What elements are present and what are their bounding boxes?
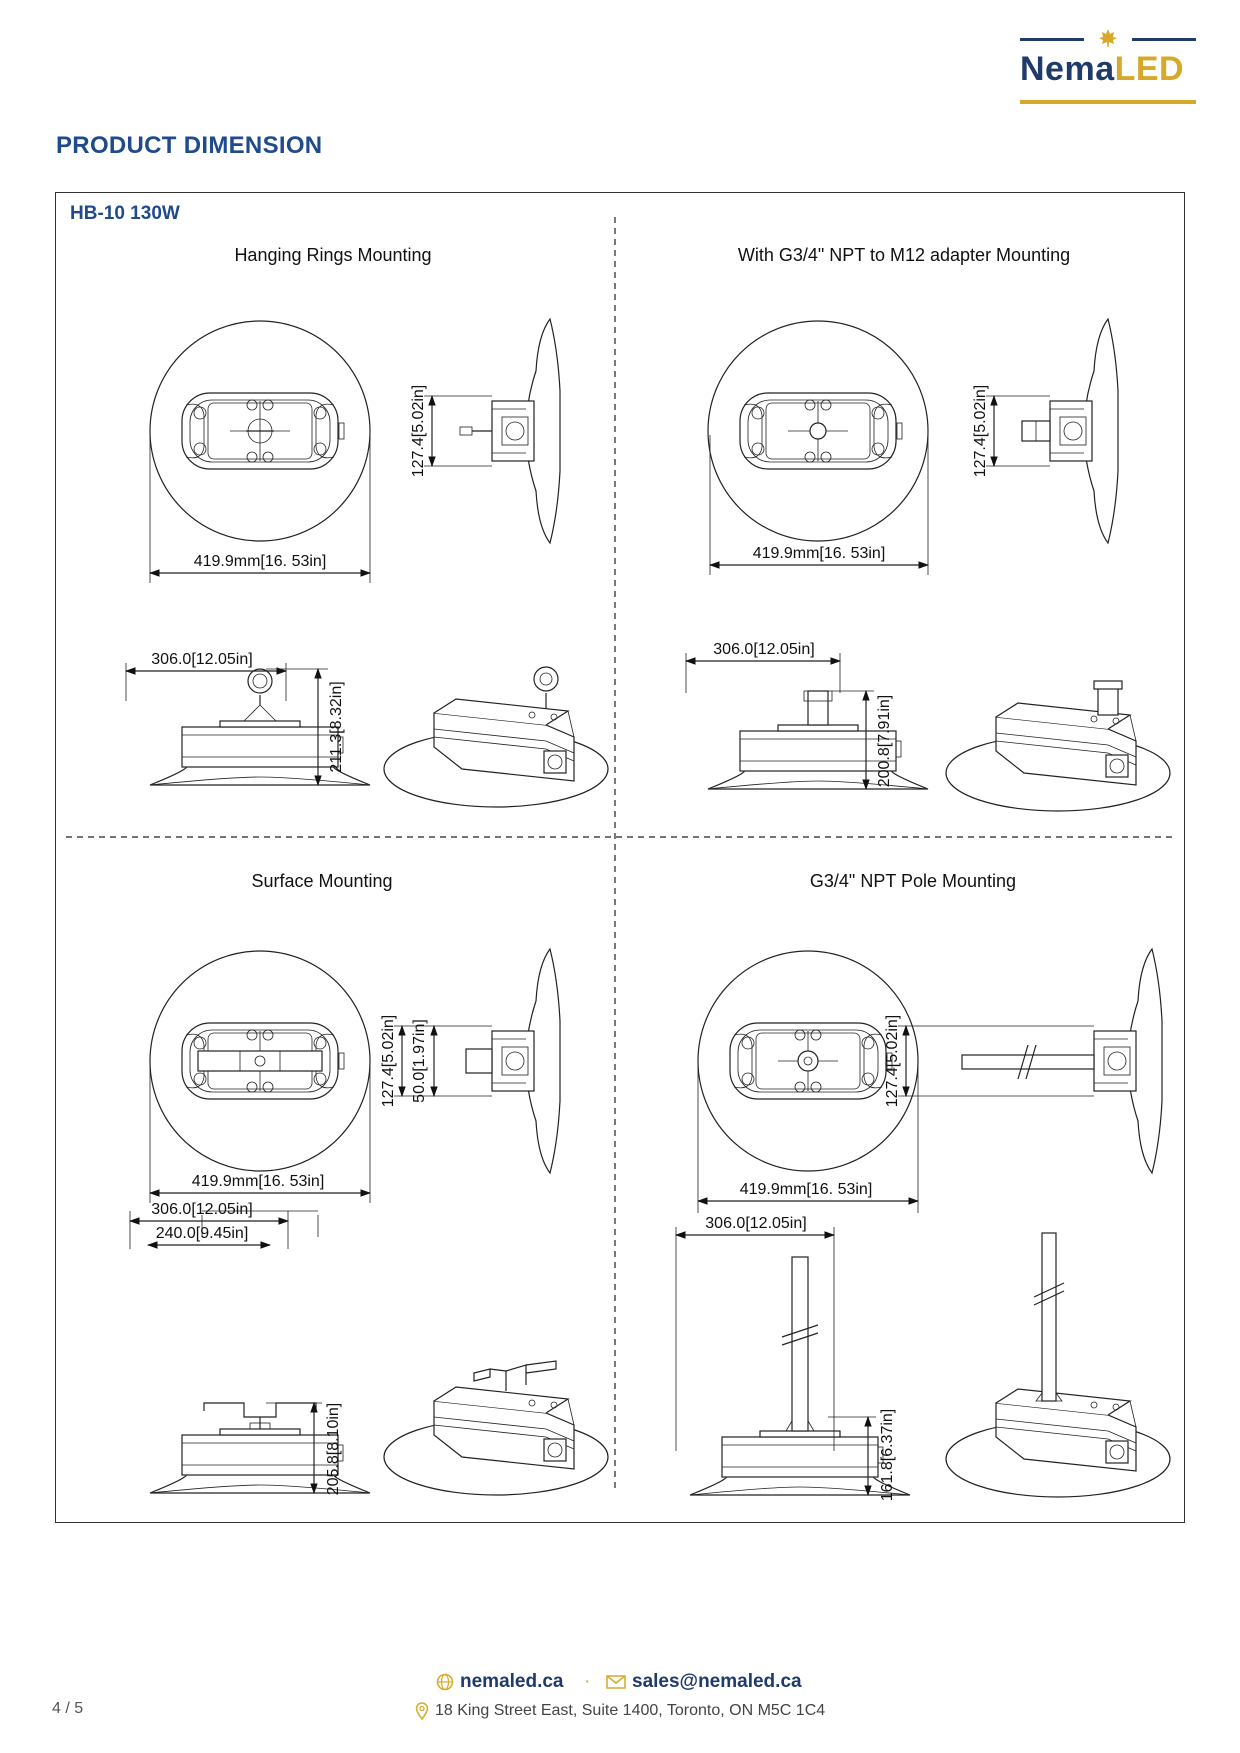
q3-iso-view: [383, 1360, 609, 1496]
q2-top-view: [707, 320, 929, 542]
q3-bracket-width-dim: 240.0[9.45in]: [156, 1225, 249, 1242]
q4-front-view: [689, 1256, 911, 1496]
logo-rule-left: [1020, 38, 1084, 41]
quadrant-title-adapter: With G3/4" NPT to M12 adapter Mounting: [738, 245, 1070, 265]
footer-address: 18 King Street East, Suite 1400, Toronto…: [415, 1702, 825, 1720]
q3-body-width-dim: 306.0[12.05in]: [151, 1201, 252, 1218]
email-link[interactable]: sales@nemaled.ca: [632, 1671, 802, 1692]
q2-side-height-dim: 127.4[5.02in]: [972, 385, 989, 478]
drawing-frame: [55, 192, 1185, 1523]
nemaled-logo: NemaLED: [1020, 26, 1196, 106]
footer-website[interactable]: nemaled.ca: [436, 1671, 564, 1693]
logo-rule-right: [1132, 38, 1196, 41]
q4-diameter-dim: 419.9mm[16. 53in]: [740, 1181, 873, 1198]
q3-diameter-dim: 419.9mm[16. 53in]: [192, 1173, 325, 1190]
q2-total-height-dim: 200.8[7.91in]: [876, 695, 893, 788]
q3-top-view: [149, 950, 371, 1172]
section-title: PRODUCT DIMENSION: [56, 132, 323, 159]
q3-bracket-height-dim: 50.0[1.97in]: [411, 1019, 428, 1103]
quadrant-title-hanging-rings: Hanging Rings Mounting: [234, 245, 431, 265]
footer-separator: ·: [584, 1671, 591, 1692]
model-label: HB-10 130W: [70, 203, 180, 224]
q1-body-width-dim: 306.0[12.05in]: [151, 651, 252, 668]
dimension-drawing: Hanging Rings Mounting 419.9mm[16. 53in]…: [66, 217, 1174, 1502]
q4-iso-view: [945, 1232, 1171, 1498]
q1-diameter-dim: 419.9mm[16. 53in]: [194, 553, 327, 570]
q1-side-height-dim: 127.4[5.02in]: [410, 385, 427, 478]
maple-leaf-icon: [1099, 29, 1117, 47]
q1-side-view: [459, 318, 561, 544]
q3-side-height-dim: 127.4[5.02in]: [380, 1015, 397, 1108]
location-pin-icon: [415, 1702, 429, 1720]
q2-body-width-dim: 306.0[12.05in]: [713, 641, 814, 658]
quadrant-title-surface: Surface Mounting: [251, 871, 392, 891]
q4-side-view: [961, 948, 1163, 1174]
website-link[interactable]: nemaled.ca: [460, 1671, 564, 1692]
page-number: 4 / 5: [52, 1700, 84, 1717]
q4-top-view: [697, 950, 919, 1172]
q4-body-width-dim: 306.0[12.05in]: [705, 1215, 806, 1232]
q2-side-view: [1021, 318, 1119, 544]
logo-underline: [1020, 100, 1196, 104]
q1-total-height-dim: 211.3[8.32in]: [328, 681, 345, 772]
globe-icon: [436, 1673, 454, 1691]
q3-side-view: [465, 948, 561, 1174]
mail-icon: [606, 1675, 626, 1689]
q2-iso-view: [945, 680, 1171, 812]
q2-diameter-dim: 419.9mm[16. 53in]: [753, 545, 886, 562]
address-text: 18 King Street East, Suite 1400, Toronto…: [435, 1702, 826, 1719]
q1-top-view: [149, 320, 371, 542]
q4-side-height-dim: 127.4[5.02in]: [884, 1015, 901, 1108]
q3-total-height-dim: 205.8[8.10in]: [325, 1403, 342, 1496]
logo-wordmark: NemaLED: [1020, 50, 1185, 88]
q2-front-view: [707, 690, 929, 790]
q4-total-height-dim: 161.8[6.37in]: [879, 1409, 896, 1502]
footer-email[interactable]: sales@nemaled.ca: [606, 1671, 802, 1693]
q1-iso-view: [383, 666, 609, 808]
quadrant-title-pole: G3/4" NPT Pole Mounting: [810, 871, 1016, 891]
